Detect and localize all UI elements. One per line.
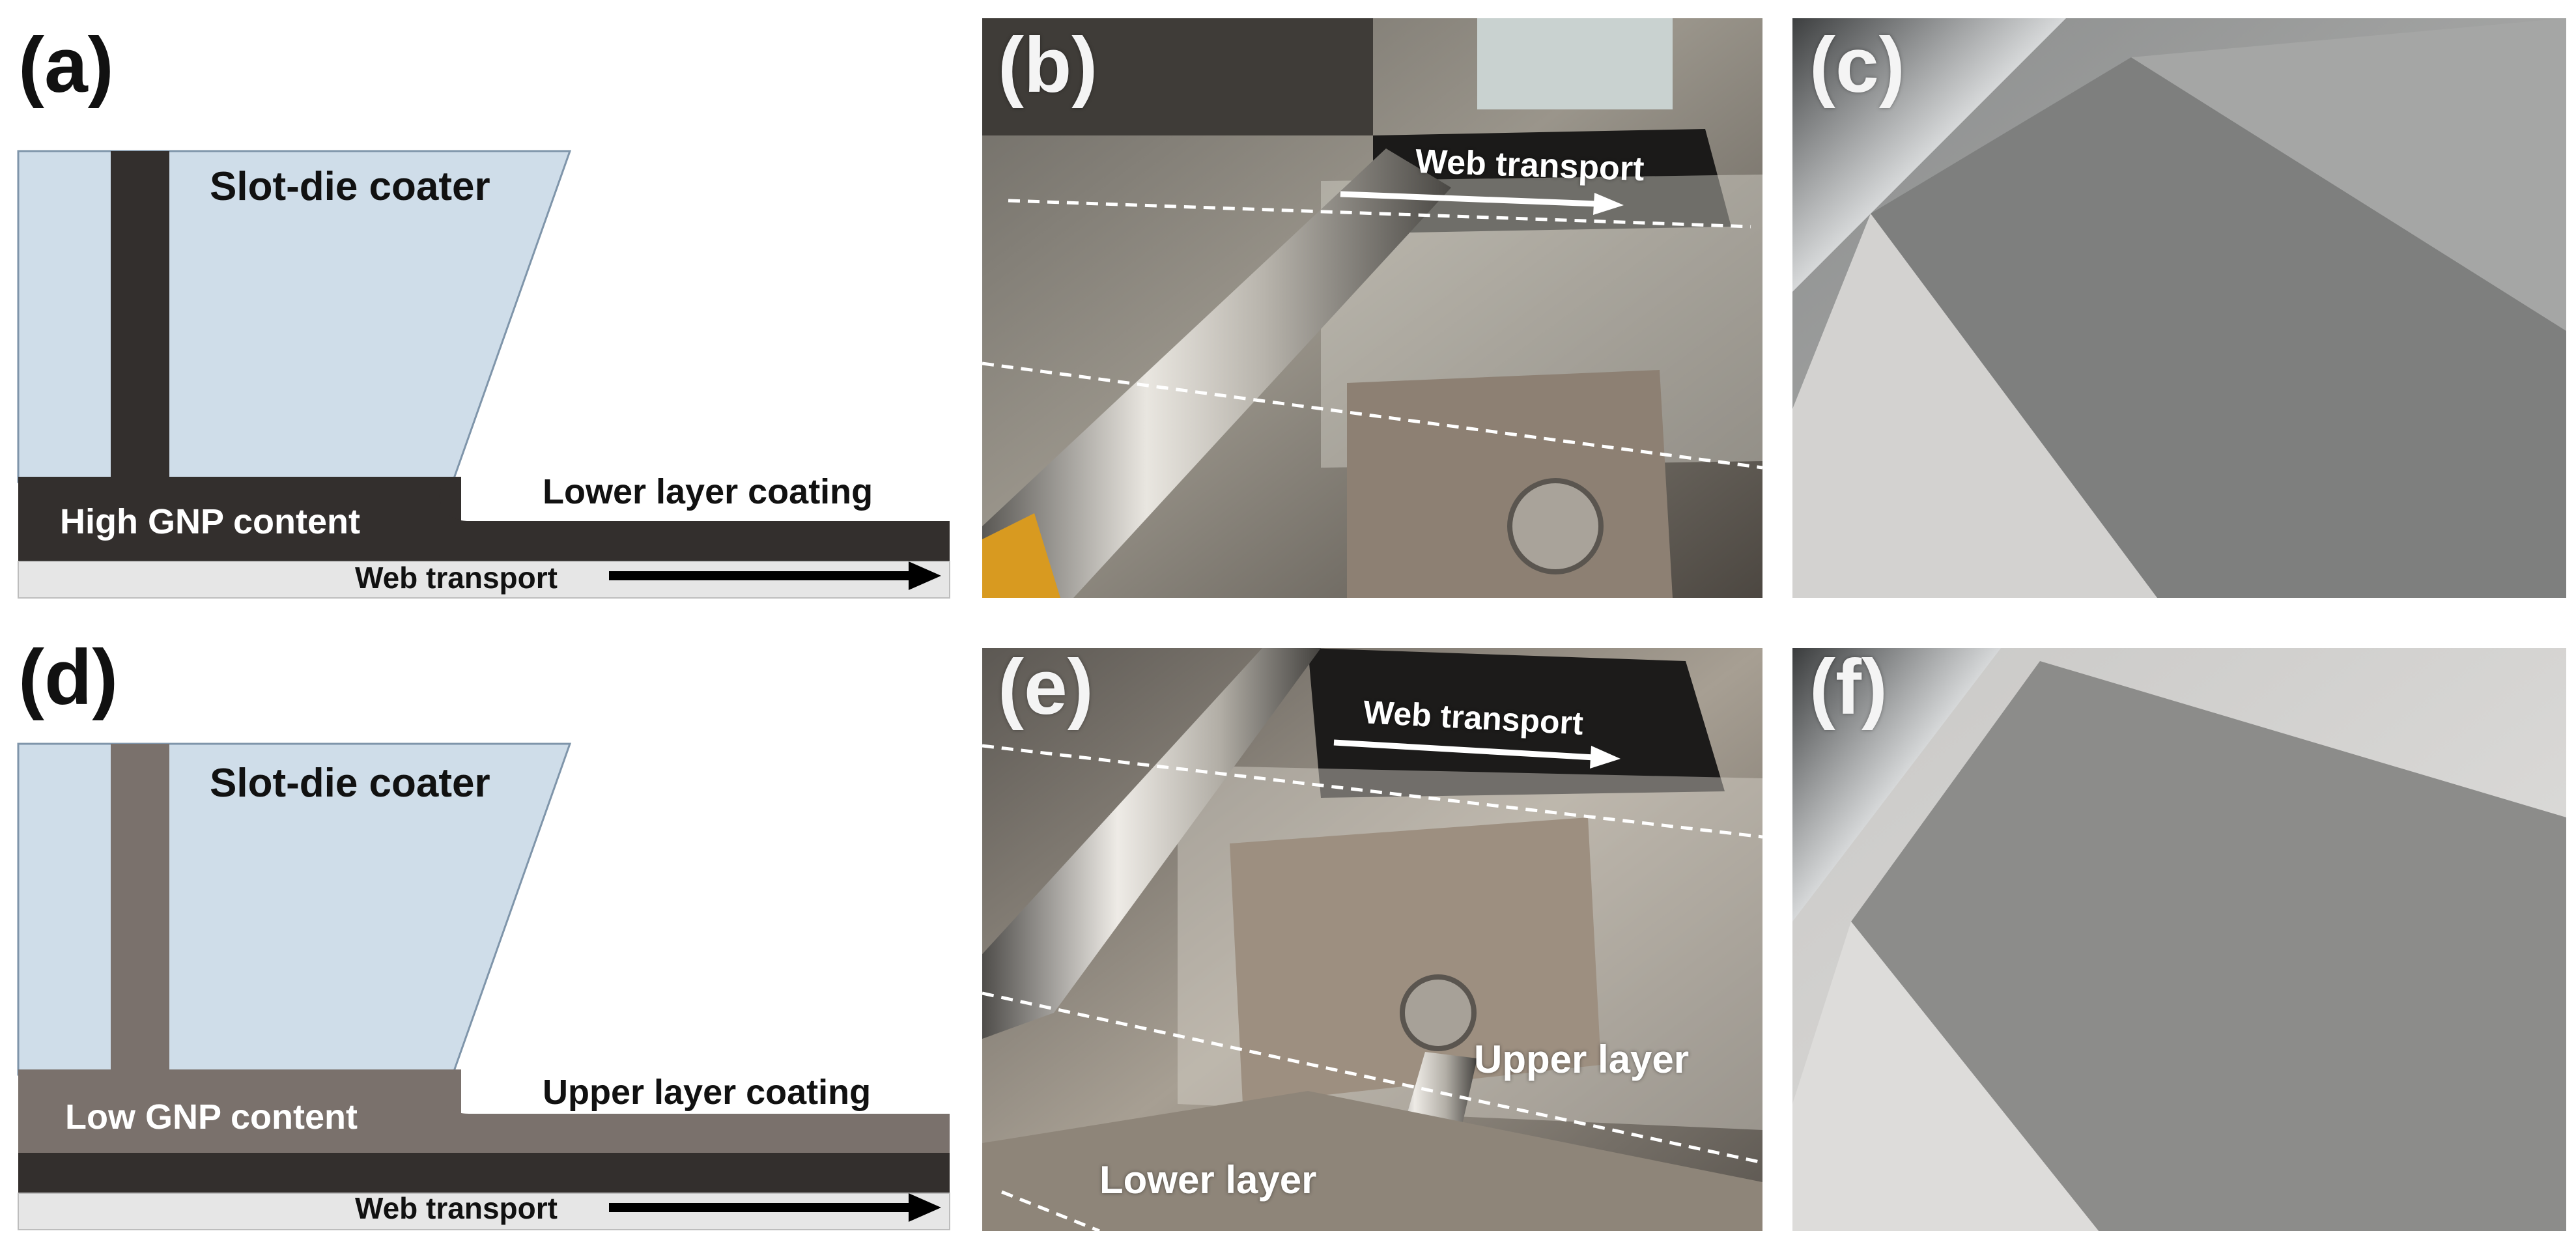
bright-surface bbox=[1792, 214, 2157, 598]
feed-channel bbox=[111, 151, 169, 483]
base-plate bbox=[982, 1091, 1762, 1231]
bright-floor bbox=[1792, 922, 2099, 1231]
web-edge-line-lower bbox=[982, 361, 1762, 470]
upper-layer-label: Upper layer bbox=[1474, 1038, 1690, 1081]
web-transport-arrow-shaft bbox=[1340, 191, 1598, 207]
meniscus-curve bbox=[439, 1069, 469, 1114]
photo-coater-lower-layer bbox=[982, 18, 1762, 598]
slot-die-diagram-high-gnp bbox=[17, 150, 950, 599]
coater-label-d: Slot-die coater bbox=[210, 761, 490, 806]
coater-label-a: Slot-die coater bbox=[210, 164, 490, 209]
web-edge-line-bottom bbox=[1001, 1190, 1100, 1231]
web-edge-line-upper bbox=[1008, 199, 1751, 229]
panel-label-b: (b) bbox=[998, 21, 1098, 109]
coater-box bbox=[1230, 817, 1601, 1104]
photo-upper-layer-film bbox=[1792, 648, 2566, 1231]
roller bbox=[1792, 18, 2066, 292]
gnp-content-label-a: High GNP content bbox=[60, 502, 361, 541]
coater-fitting bbox=[1400, 974, 1477, 1051]
conveyor-black-plate bbox=[1308, 648, 1725, 798]
conveyor-black-plate bbox=[1373, 129, 1731, 233]
lower-coated-layer bbox=[18, 1153, 950, 1193]
roller-upper bbox=[982, 648, 1321, 1039]
panel-label-c: (c) bbox=[1809, 21, 1905, 109]
gnp-content-label-d: Low GNP content bbox=[65, 1097, 358, 1137]
coated-film-upper-layer bbox=[1851, 661, 2566, 1231]
coater-box bbox=[1347, 370, 1673, 598]
meniscus-curve bbox=[439, 477, 469, 521]
roller-end-cap bbox=[982, 513, 1060, 598]
window bbox=[1477, 18, 1673, 109]
upper-coated-layer bbox=[18, 1114, 950, 1153]
photo-lower-layer-film bbox=[1792, 18, 2566, 598]
lower-layer-label: Lower layer bbox=[1099, 1158, 1317, 1202]
transport-label-a: Web transport bbox=[355, 561, 558, 595]
roller bbox=[1792, 648, 2001, 922]
web-transport-arrow-head bbox=[1593, 193, 1624, 215]
panel-b-photo: (b) Web transport bbox=[982, 18, 1762, 598]
slot-die-diagram-low-gnp bbox=[17, 742, 950, 1230]
coating-label-a: Lower layer coating bbox=[543, 472, 873, 511]
coating-label-d: Upper layer coating bbox=[543, 1073, 871, 1112]
panel-a-diagram: (a) Slot-die coater High GNP content Low… bbox=[0, 0, 964, 612]
coated-film-lower-layer bbox=[1871, 57, 2566, 598]
panel-label-d: (d) bbox=[18, 634, 119, 721]
coater-fitting bbox=[1507, 478, 1604, 574]
panel-c-photo: (c) bbox=[1792, 18, 2566, 598]
panel-e-photo: (e) Web transport Upper layer Lower laye… bbox=[982, 648, 1762, 1231]
web-edge-line-middle bbox=[982, 991, 1762, 1165]
transport-arrow-head bbox=[909, 1193, 941, 1222]
panel-f-photo: (f) bbox=[1792, 648, 2566, 1231]
transport-arrow-head bbox=[909, 561, 941, 590]
web-transport-arrow-head bbox=[1590, 746, 1621, 769]
panel-label-f: (f) bbox=[1809, 648, 1888, 731]
coated-layer bbox=[18, 521, 950, 561]
transport-label-d: Web transport bbox=[355, 1191, 558, 1225]
roller bbox=[982, 148, 1451, 598]
web-transport-arrow-shaft bbox=[1333, 739, 1595, 761]
feed-channel bbox=[111, 744, 169, 1076]
machine-top bbox=[982, 18, 1373, 135]
photo-coater-upper-layer bbox=[982, 648, 1762, 1231]
panel-d-diagram: (d) Slot-die coater Low GNP content Uppe… bbox=[0, 625, 964, 1237]
web-transport-label-b: Web transport bbox=[1415, 142, 1645, 189]
web-edge-line-top bbox=[982, 744, 1762, 839]
panel-label-a: (a) bbox=[18, 21, 114, 109]
background-sheet bbox=[2131, 18, 2566, 331]
panel-label-e: (e) bbox=[998, 648, 1094, 731]
